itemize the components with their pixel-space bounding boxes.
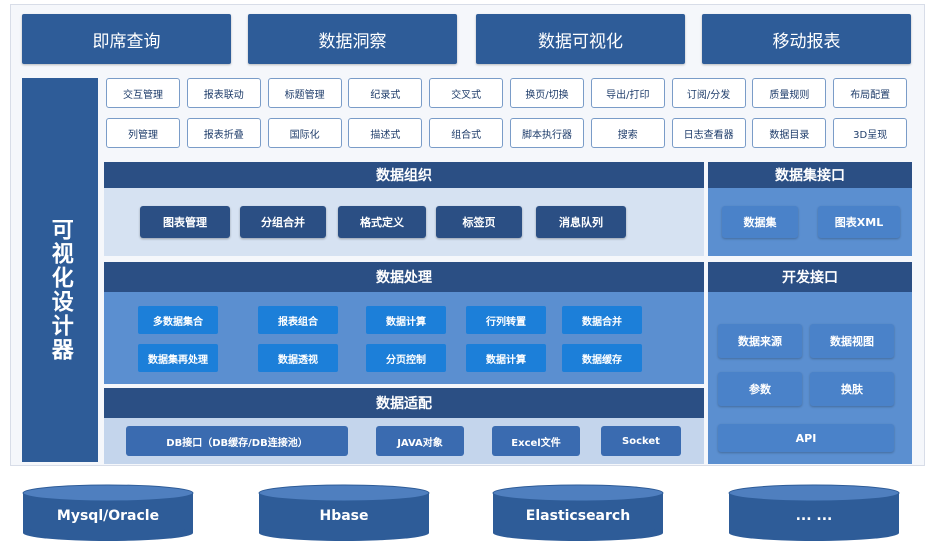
data-processing-button[interactable]: 数据集再处理 bbox=[138, 344, 218, 372]
skin-button[interactable]: 换肤 bbox=[810, 372, 894, 406]
feature-row1-item[interactable]: 交互管理 bbox=[106, 78, 180, 108]
data-processing-button[interactable]: 数据计算 bbox=[466, 344, 546, 372]
params-button[interactable]: 参数 bbox=[718, 372, 802, 406]
feature-row1-item[interactable]: 换页/切换 bbox=[510, 78, 584, 108]
feature-row2-item[interactable]: 脚本执行器 bbox=[510, 118, 584, 148]
chart-xml-button[interactable]: 图表XML bbox=[818, 206, 900, 238]
feature-row1-item[interactable]: 纪录式 bbox=[348, 78, 423, 108]
module-mobile-report[interactable]: 移动报表 bbox=[702, 14, 911, 64]
data-processing-button[interactable]: 多数据集合 bbox=[138, 306, 218, 334]
data-processing-header: 数据处理 bbox=[104, 262, 704, 292]
feature-row1-item[interactable]: 交叉式 bbox=[429, 78, 504, 108]
feature-row2-item[interactable]: 组合式 bbox=[429, 118, 504, 148]
data-org-button[interactable]: 格式定义 bbox=[338, 206, 426, 238]
feature-row2-item[interactable]: 列管理 bbox=[106, 118, 180, 148]
data-org-button[interactable]: 分组合并 bbox=[240, 206, 326, 238]
data-view-button[interactable]: 数据视图 bbox=[810, 324, 894, 358]
db-label: ... ... bbox=[795, 508, 833, 524]
data-processing-button[interactable]: 数据透视 bbox=[258, 344, 338, 372]
feature-row2-item[interactable]: 数据目录 bbox=[752, 118, 827, 148]
data-org-button[interactable]: 消息队列 bbox=[536, 206, 626, 238]
data-processing-button[interactable]: 报表组合 bbox=[258, 306, 338, 334]
db-hbase: Hbase bbox=[258, 484, 430, 542]
data-processing-button[interactable]: 数据计算 bbox=[366, 306, 446, 334]
feature-row2-item[interactable]: 3D呈现 bbox=[833, 118, 908, 148]
module-adhoc-query[interactable]: 即席查询 bbox=[22, 14, 231, 64]
data-org-button[interactable]: 图表管理 bbox=[140, 206, 230, 238]
feature-row2-item[interactable]: 日志查看器 bbox=[671, 118, 746, 148]
data-source-button[interactable]: 数据来源 bbox=[718, 324, 802, 358]
feature-row1-item[interactable]: 报表联动 bbox=[186, 78, 261, 108]
visual-designer-text: 可视化设计器 bbox=[47, 218, 73, 362]
java-object-button[interactable]: JAVA对象 bbox=[376, 426, 464, 456]
db-label: Hbase bbox=[319, 508, 369, 524]
db-cylinder-icon bbox=[728, 484, 900, 541]
db-label: Elasticsearch bbox=[525, 508, 631, 524]
visual-designer-label: 可视化设计器 bbox=[22, 78, 98, 462]
dataset-interface-header: 数据集接口 bbox=[708, 162, 912, 188]
dev-interface-header: 开发接口 bbox=[708, 262, 912, 292]
db-more: ... ... bbox=[728, 484, 900, 542]
api-button[interactable]: API bbox=[718, 424, 894, 452]
data-adapter-header: 数据适配 bbox=[104, 388, 704, 418]
feature-row1-item[interactable]: 订阅/分发 bbox=[671, 78, 746, 108]
dataset-button[interactable]: 数据集 bbox=[722, 206, 798, 238]
db-mysql-oracle: Mysql/Oracle bbox=[22, 484, 194, 542]
data-processing-button[interactable]: 行列转置 bbox=[466, 306, 546, 334]
feature-row2-item[interactable]: 国际化 bbox=[267, 118, 342, 148]
db-label: Mysql/Oracle bbox=[56, 508, 160, 524]
socket-button[interactable]: Socket bbox=[601, 426, 681, 456]
feature-row1-item[interactable]: 质量规则 bbox=[752, 78, 827, 108]
db-cylinder-icon bbox=[492, 484, 664, 541]
db-elasticsearch: Elasticsearch bbox=[492, 484, 664, 542]
data-org-header: 数据组织 bbox=[104, 162, 704, 188]
feature-row2-item[interactable]: 描述式 bbox=[348, 118, 423, 148]
db-interface-button[interactable]: DB接口（DB缓存/DB连接池） bbox=[126, 426, 348, 456]
db-cylinder-icon bbox=[258, 484, 430, 541]
data-processing-button[interactable]: 分页控制 bbox=[366, 344, 446, 372]
excel-file-button[interactable]: Excel文件 bbox=[492, 426, 580, 456]
data-processing-button[interactable]: 数据合并 bbox=[562, 306, 642, 334]
feature-row1-item[interactable]: 标题管理 bbox=[267, 78, 342, 108]
data-processing-button[interactable]: 数据缓存 bbox=[562, 344, 642, 372]
feature-row2-item[interactable]: 报表折叠 bbox=[186, 118, 261, 148]
module-data-insight[interactable]: 数据洞察 bbox=[248, 14, 457, 64]
feature-row1-item[interactable]: 导出/打印 bbox=[590, 78, 665, 108]
feature-row1-item[interactable]: 布局配置 bbox=[833, 78, 908, 108]
feature-row2-item[interactable]: 搜索 bbox=[590, 118, 665, 148]
module-data-visualization[interactable]: 数据可视化 bbox=[476, 14, 685, 64]
db-cylinder-icon bbox=[22, 484, 194, 541]
data-org-button[interactable]: 标签页 bbox=[436, 206, 522, 238]
